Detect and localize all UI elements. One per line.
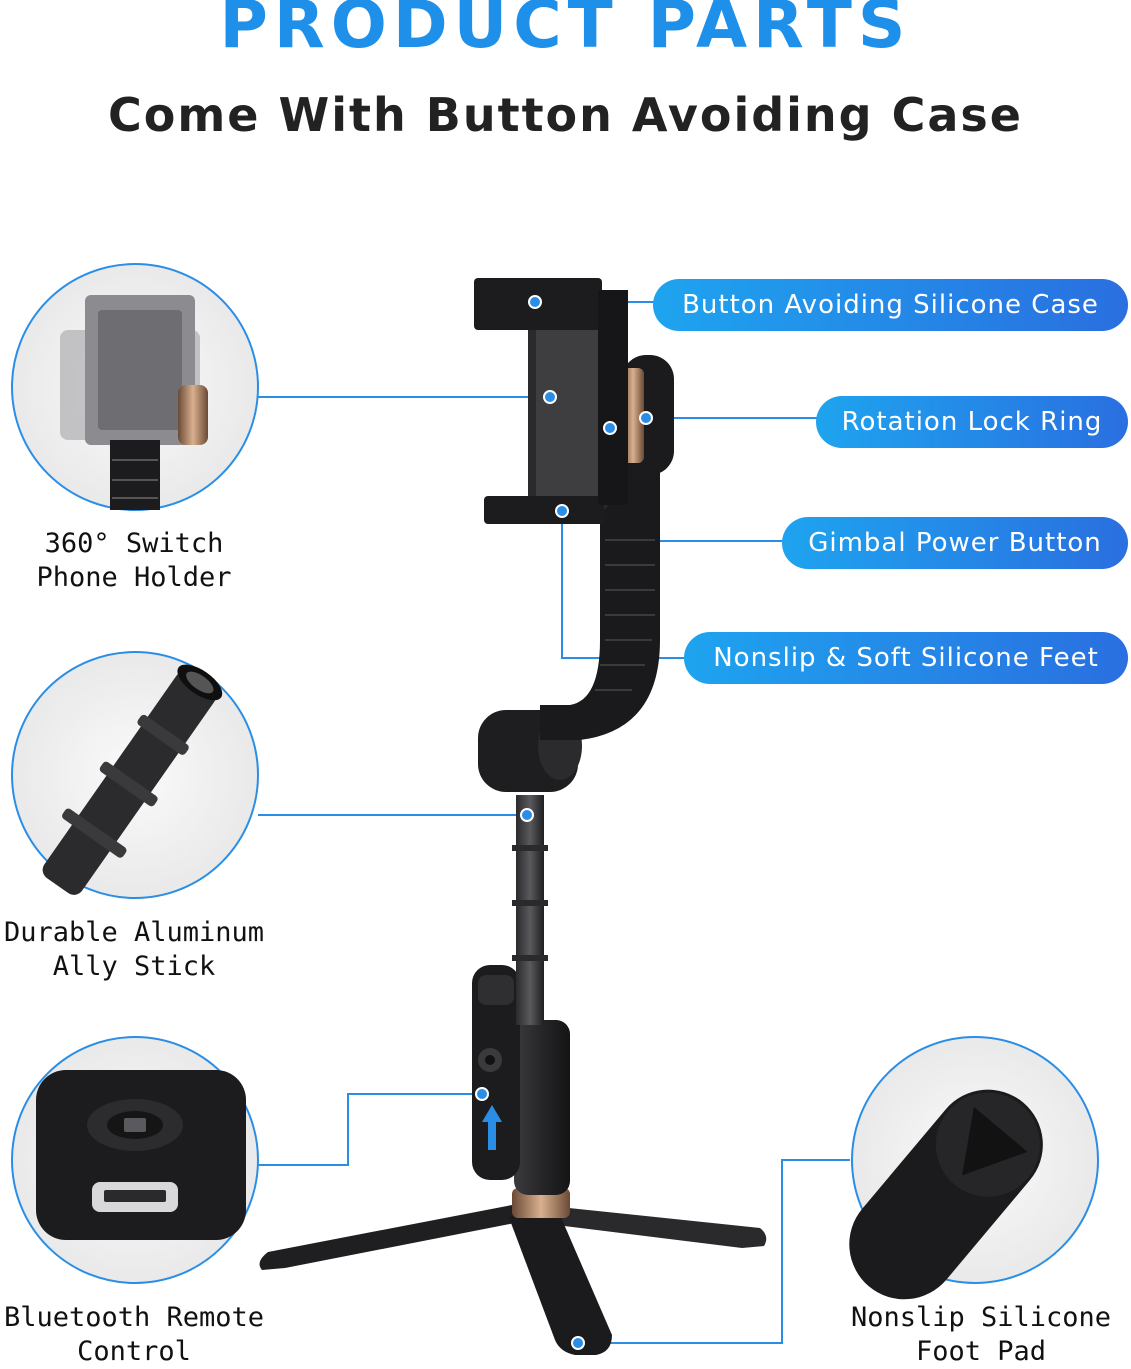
holder-detail-circle [11, 263, 259, 511]
remote-detail-circle [11, 1036, 259, 1284]
foot-detail-circle [849, 1036, 1099, 1300]
page-title: PRODUCT PARTS [219, 0, 912, 63]
callout-power-button: Gimbal Power Button [782, 517, 1128, 569]
caption-foot-pad: Nonslip Silicone Foot Pad [850, 1302, 1112, 1367]
stick-detail-circle [11, 651, 259, 899]
gimbal-product [259, 278, 767, 1355]
callout-rotation-lock-ring: Rotation Lock Ring [816, 396, 1128, 448]
marker-dots [475, 295, 653, 1350]
caption-bluetooth-remote: Bluetooth Remote Control [3, 1302, 265, 1367]
caption-phone-holder: 360° Switch Phone Holder [36, 528, 232, 593]
callout-silicone-feet: Nonslip & Soft Silicone Feet [684, 632, 1128, 684]
page-subtitle: Come With Button Avoiding Case [108, 88, 1023, 142]
callout-silicone-case: Button Avoiding Silicone Case [653, 279, 1128, 331]
caption-aluminum-stick: Durable Aluminum Ally Stick [3, 917, 265, 982]
connector-lines [258, 301, 850, 1344]
